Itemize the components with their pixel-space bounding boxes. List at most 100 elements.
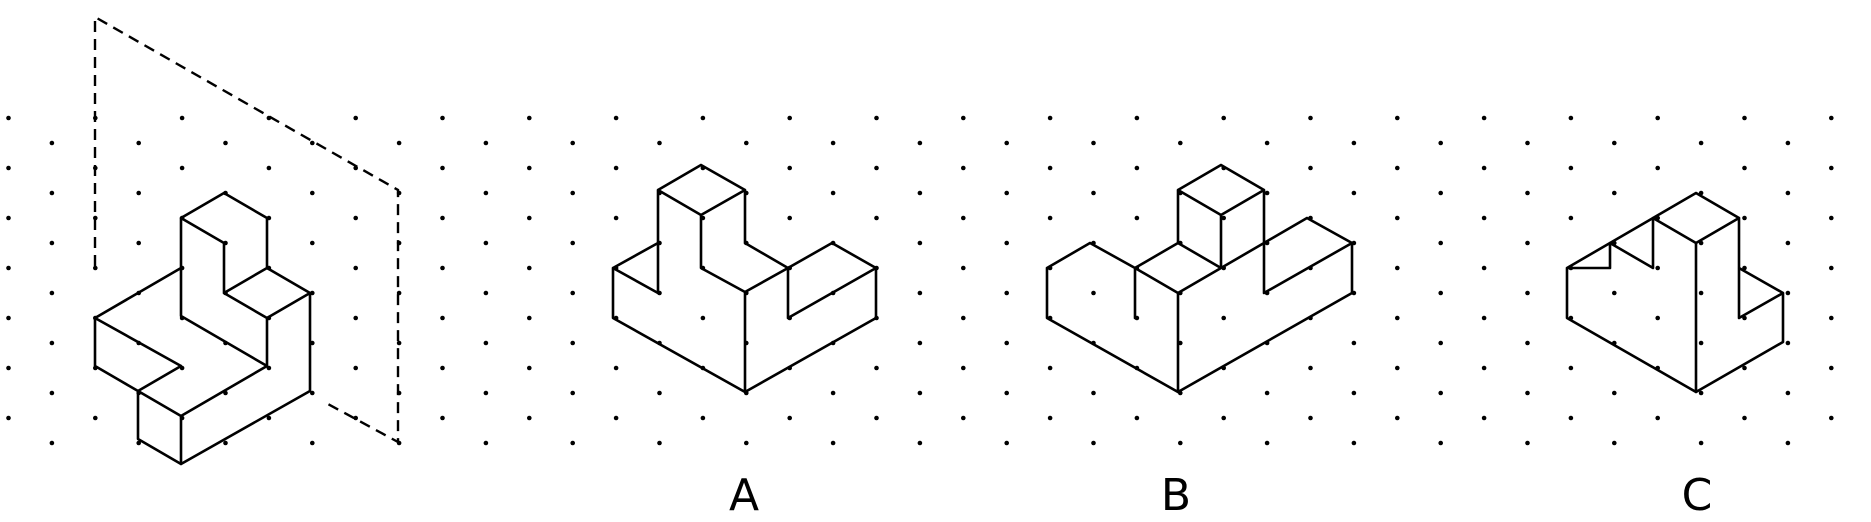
grid-dot bbox=[93, 415, 98, 421]
grid-dot bbox=[1829, 115, 1834, 121]
grid-dot bbox=[1221, 215, 1226, 221]
grid-dot bbox=[961, 215, 966, 221]
grid-dot bbox=[483, 440, 489, 446]
grid-dot bbox=[1742, 115, 1747, 121]
grid-dot bbox=[1221, 115, 1226, 121]
grid-dot bbox=[1785, 390, 1791, 396]
grid-dot bbox=[179, 165, 185, 171]
grid-dot bbox=[874, 215, 879, 221]
grid-dot bbox=[1742, 415, 1747, 421]
grid-dot bbox=[527, 415, 532, 421]
grid-dot bbox=[1481, 415, 1487, 421]
grid-dot bbox=[1742, 165, 1747, 171]
grid-dot bbox=[1612, 290, 1617, 296]
grid-dot bbox=[1438, 190, 1443, 196]
grid-dot bbox=[1047, 215, 1053, 221]
grid-dot bbox=[1047, 115, 1053, 121]
grid-dot bbox=[1004, 340, 1009, 346]
grid-dot bbox=[1568, 215, 1574, 221]
grid-dot bbox=[1785, 340, 1791, 346]
question-solid-edges bbox=[93, 191, 312, 466]
option-label-b[interactable]: B bbox=[1161, 470, 1191, 521]
grid-dot bbox=[1568, 115, 1574, 121]
grid-dot bbox=[1829, 265, 1834, 271]
grid-dot bbox=[961, 365, 966, 371]
grid-dot bbox=[613, 215, 619, 221]
grid-dot bbox=[353, 365, 359, 371]
grid-dot bbox=[1091, 140, 1096, 146]
grid-dot bbox=[1568, 165, 1574, 171]
grid-dot bbox=[917, 340, 923, 346]
grid-dot bbox=[1351, 440, 1357, 446]
grid-dot bbox=[1785, 440, 1791, 446]
grid-dot bbox=[527, 165, 532, 171]
grid-dot bbox=[787, 415, 792, 421]
grid-dot bbox=[1004, 440, 1009, 446]
grid-dot bbox=[1568, 365, 1574, 371]
grid-dot bbox=[1178, 440, 1183, 446]
grid-dot bbox=[1742, 215, 1747, 221]
mirror-plane bbox=[93, 14, 400, 445]
grid-dot bbox=[1612, 390, 1617, 396]
grid-dot bbox=[483, 340, 489, 346]
grid-dot bbox=[1004, 290, 1009, 296]
grid-dot bbox=[527, 315, 532, 321]
grid-dot bbox=[830, 440, 836, 446]
grid-dot bbox=[1655, 415, 1660, 421]
grid-dot bbox=[874, 415, 879, 421]
grid-dot bbox=[1481, 315, 1487, 321]
grid-dot bbox=[1525, 140, 1530, 146]
grid-dot bbox=[570, 190, 575, 196]
grid-dot bbox=[1395, 115, 1400, 121]
grid-dot bbox=[1785, 190, 1791, 196]
grid-dot bbox=[1612, 140, 1617, 146]
grid-dot bbox=[917, 440, 923, 446]
option-c-edges bbox=[1565, 191, 1785, 394]
grid-dot bbox=[527, 265, 532, 271]
grid-dot bbox=[310, 140, 315, 146]
option-a-edges bbox=[611, 163, 878, 394]
grid-dot bbox=[6, 315, 11, 321]
grid-dot bbox=[570, 340, 575, 346]
grid-dot bbox=[1568, 415, 1574, 421]
option-label-a[interactable]: A bbox=[729, 470, 759, 521]
grid-dot bbox=[6, 215, 11, 221]
grid-dot bbox=[1134, 415, 1140, 421]
grid-dot bbox=[1612, 440, 1617, 446]
grid-dot bbox=[49, 190, 55, 196]
grid-dot bbox=[136, 440, 141, 446]
grid-dot bbox=[136, 240, 141, 246]
grid-dot bbox=[6, 415, 11, 421]
grid-dot bbox=[310, 240, 315, 246]
grid-dot bbox=[527, 115, 532, 121]
grid-dot bbox=[1438, 240, 1443, 246]
grid-dot bbox=[136, 140, 141, 146]
grid-dot bbox=[527, 215, 532, 221]
grid-dot bbox=[1221, 415, 1226, 421]
grid-dot bbox=[1829, 365, 1834, 371]
grid-dot bbox=[917, 390, 923, 396]
grid-dot bbox=[440, 415, 445, 421]
grid-dot bbox=[570, 290, 575, 296]
option-label-c[interactable]: C bbox=[1682, 470, 1713, 521]
grid-dot bbox=[1308, 165, 1313, 171]
grid-dot bbox=[6, 365, 11, 371]
option-b-solid bbox=[1045, 163, 1354, 394]
grid-dot bbox=[1481, 115, 1487, 121]
grid-dot bbox=[1004, 390, 1009, 396]
grid-dot bbox=[1395, 265, 1400, 271]
grid-dot bbox=[570, 390, 575, 396]
grid-dot bbox=[744, 140, 749, 146]
grid-dot bbox=[1004, 190, 1009, 196]
grid-dot bbox=[49, 290, 55, 296]
grid-dot bbox=[1785, 140, 1791, 146]
grid-dot bbox=[266, 415, 272, 421]
grid-dot bbox=[700, 415, 706, 421]
grid-dot bbox=[961, 165, 966, 171]
grid-dot bbox=[657, 440, 662, 446]
grid-dot bbox=[136, 190, 141, 196]
grid-dot bbox=[49, 340, 55, 346]
grid-dot bbox=[830, 390, 836, 396]
isometric-dot-grid bbox=[6, 115, 1834, 446]
